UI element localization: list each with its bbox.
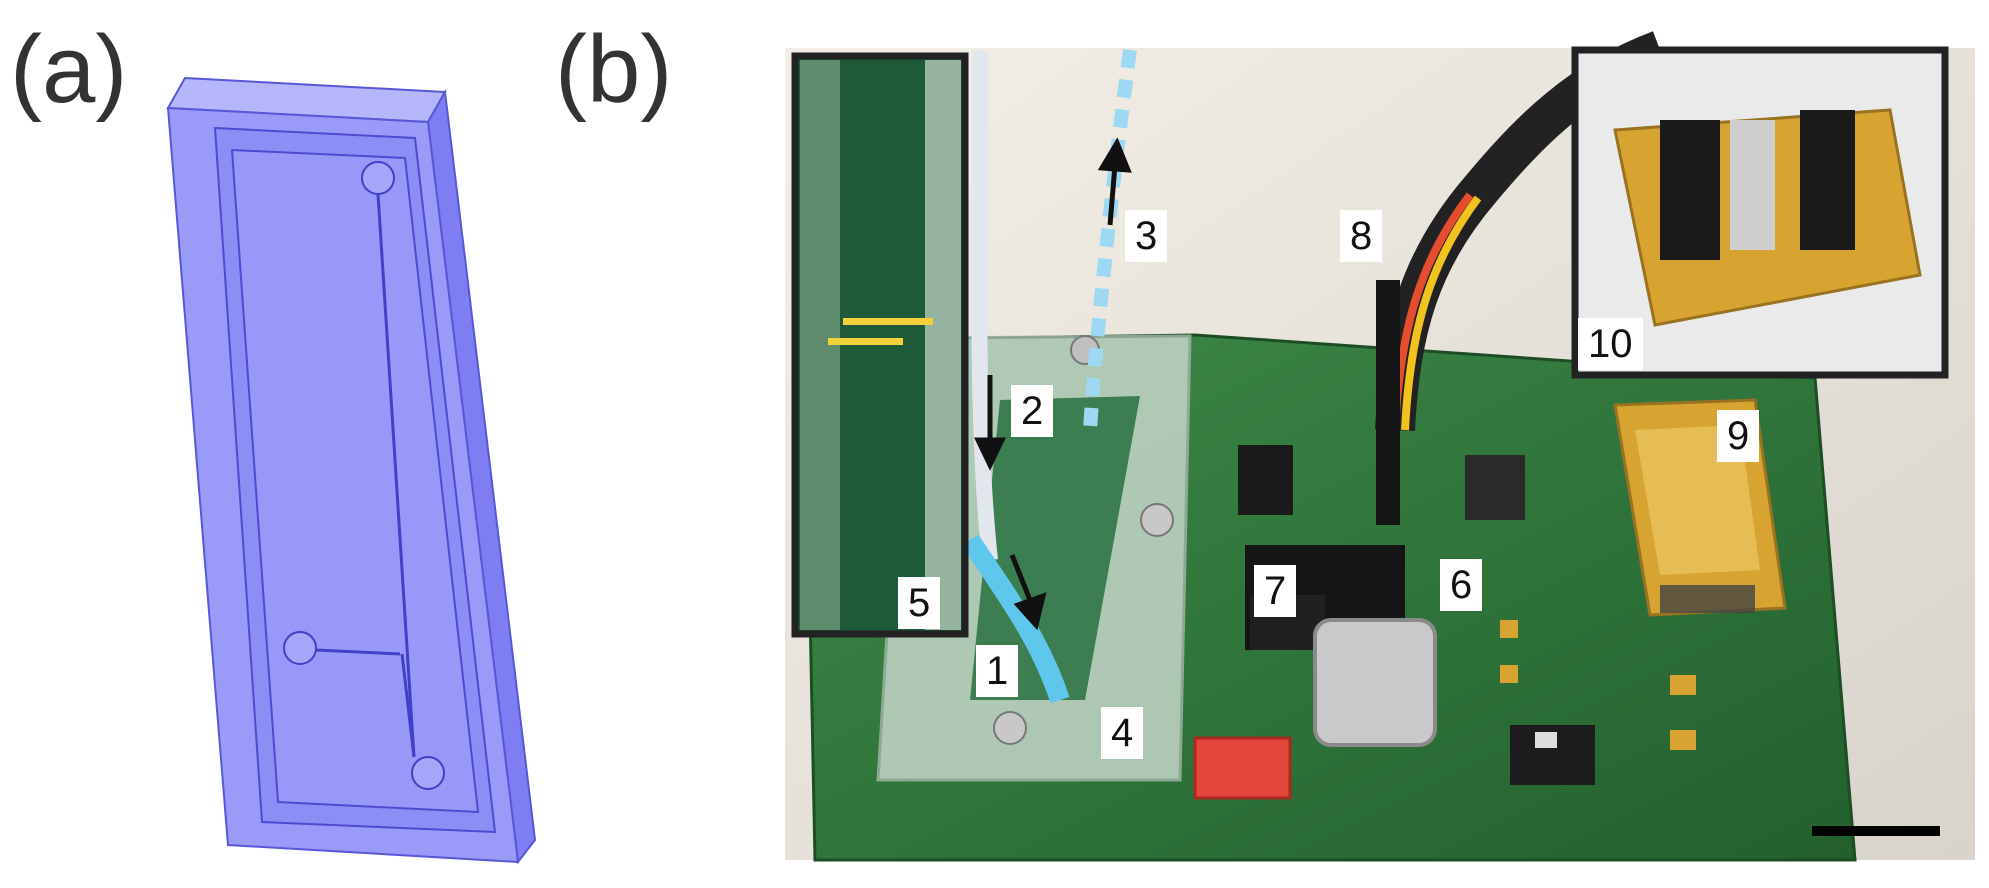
panel-a-label: (a) <box>10 16 128 123</box>
callout-2: 2 <box>1011 385 1054 437</box>
callout-1: 1 <box>976 645 1019 697</box>
callout-7: 7 <box>1254 565 1297 617</box>
callout-9: 9 <box>1717 410 1760 462</box>
callout-8: 8 <box>1340 210 1383 262</box>
callout-4: 4 <box>1101 707 1144 759</box>
panel-b-label: (b) <box>555 16 673 123</box>
callout-3: 3 <box>1125 210 1168 262</box>
callout-10: 10 <box>1578 318 1643 370</box>
callout-5: 5 <box>898 577 941 629</box>
microfluidic-chip-illustration <box>166 76 537 865</box>
callout-6: 6 <box>1440 559 1483 611</box>
